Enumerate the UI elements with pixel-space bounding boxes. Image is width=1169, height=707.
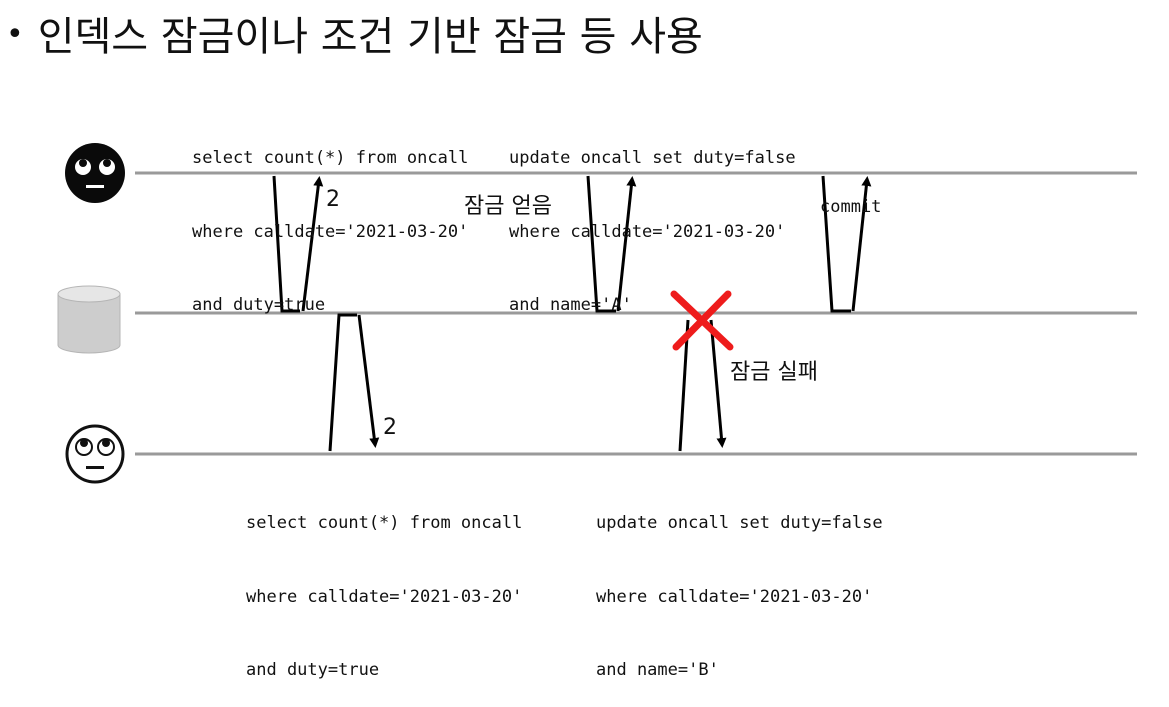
sequence-diagram bbox=[57, 143, 1137, 484]
query-commit: commit bbox=[820, 146, 881, 244]
query-line: update oncall set duty=false bbox=[596, 513, 883, 533]
result-count-a: 2 bbox=[326, 187, 340, 212]
lock-fail-x-icon bbox=[670, 290, 734, 351]
query-line: select count(*) from oncall bbox=[246, 513, 523, 533]
rolling-eyes-face-icon-dark bbox=[65, 143, 125, 203]
slide-title-text: 인덱스 잠금이나 조건 기반 잠금 등 사용 bbox=[37, 14, 703, 60]
query-select-b: select count(*) from oncall where callda… bbox=[246, 462, 522, 707]
query-select-a: select count(*) from oncall where callda… bbox=[192, 97, 468, 342]
update-a-response-arrow bbox=[616, 176, 637, 312]
query-line: where calldate='2021-03-20' bbox=[509, 221, 786, 242]
query-line: and name='B' bbox=[596, 660, 719, 680]
select-a-request bbox=[272, 175, 300, 313]
select-b-request bbox=[328, 313, 357, 452]
query-line: and duty=true bbox=[192, 295, 326, 315]
query-update-b: update oncall set duty=false where calld… bbox=[596, 462, 883, 707]
query-line: and duty=true bbox=[246, 660, 380, 680]
query-line: update oncall set duty=false bbox=[509, 148, 796, 168]
query-update-a: update oncall set duty=false where calld… bbox=[509, 97, 796, 342]
result-count-b: 2 bbox=[383, 415, 397, 440]
select-a-response-arrow bbox=[301, 176, 324, 312]
rolling-eyes-face-icon-light bbox=[65, 424, 125, 484]
slide-title: • 인덱스 잠금이나 조건 기반 잠금 등 사용 bbox=[6, 4, 703, 62]
query-line: commit bbox=[820, 197, 882, 217]
update-a-request bbox=[586, 175, 616, 313]
select-b-response-arrow bbox=[357, 314, 380, 448]
lock-failed-label: 잠금 실패 bbox=[730, 360, 818, 385]
query-line: where calldate='2021-03-20' bbox=[192, 221, 469, 242]
lock-acquired-label: 잠금 얻음 bbox=[464, 194, 552, 219]
update-b-request bbox=[678, 319, 690, 452]
commit-request bbox=[821, 175, 851, 313]
query-line: where calldate='2021-03-20' bbox=[596, 586, 873, 607]
query-line: select count(*) from oncall bbox=[192, 148, 469, 168]
bullet-icon: • bbox=[6, 17, 24, 52]
query-line: where calldate='2021-03-20' bbox=[246, 586, 523, 607]
update-b-response-arrow bbox=[709, 319, 727, 448]
database-cylinder-icon bbox=[57, 285, 121, 354]
commit-response-arrow bbox=[851, 176, 872, 312]
query-line: and name='A' bbox=[509, 295, 632, 315]
